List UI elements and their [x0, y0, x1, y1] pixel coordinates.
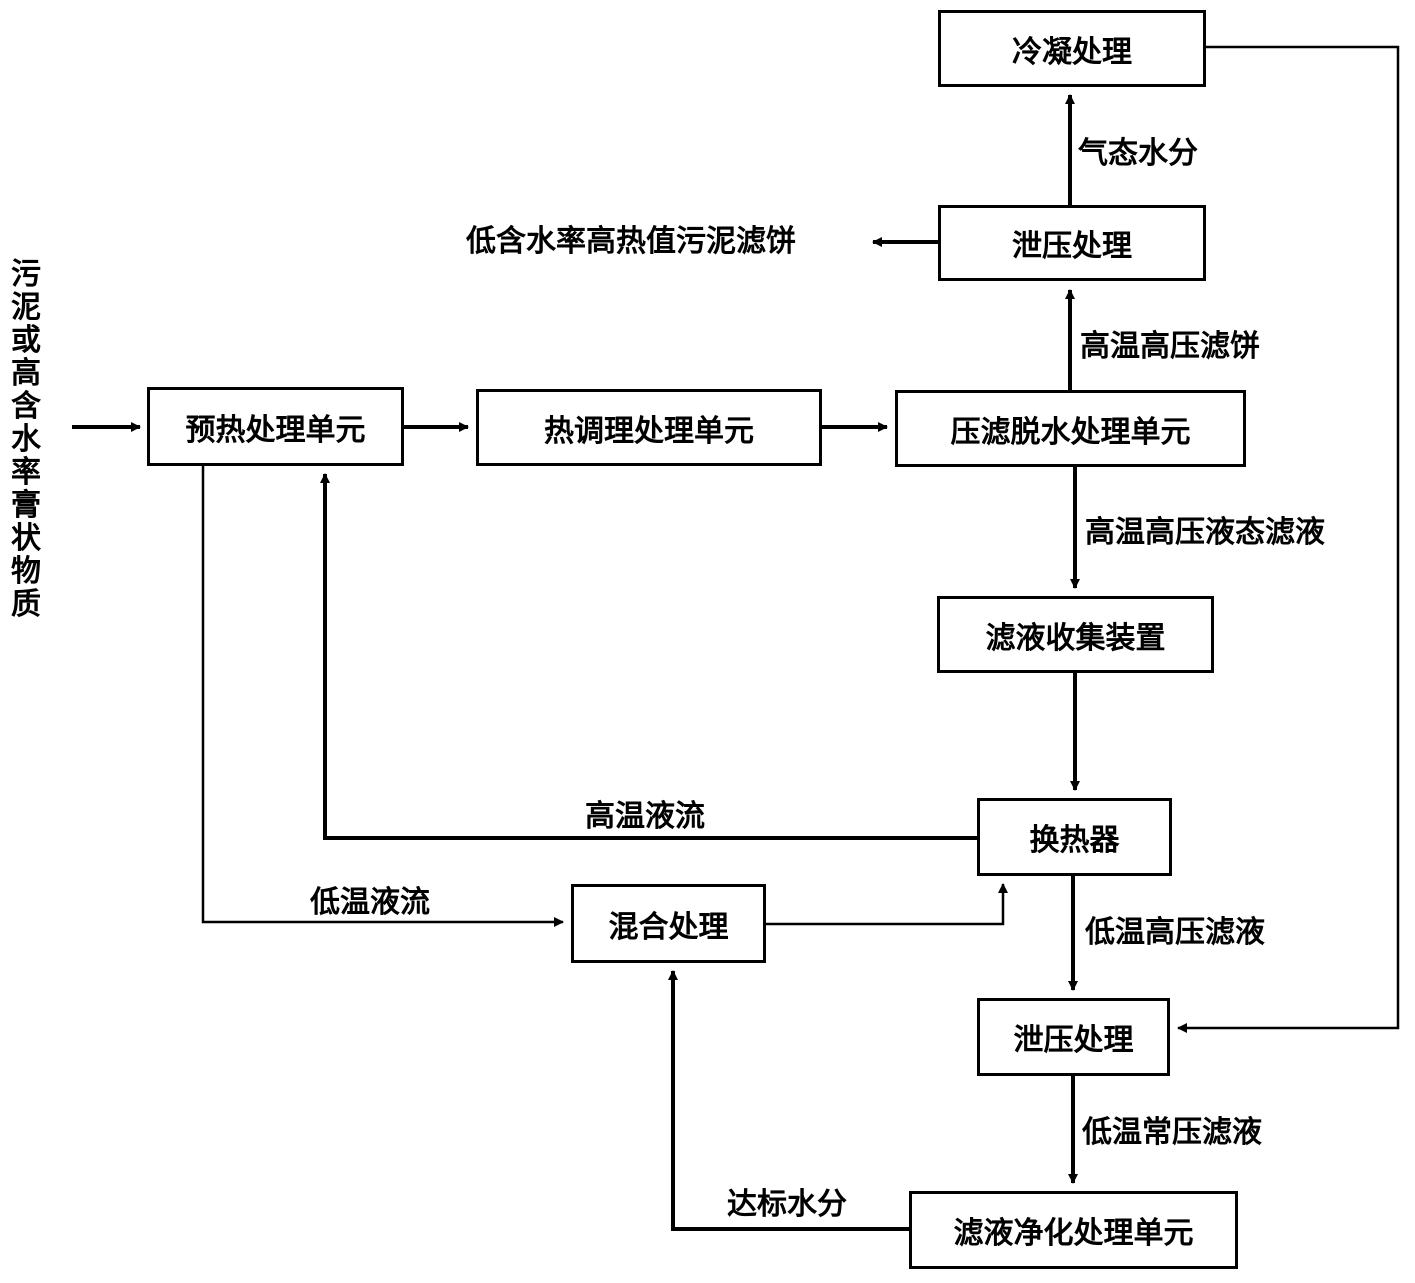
vapor-label: 气态水分 [1078, 136, 1198, 171]
node-heat-exchanger: 换热器 [977, 798, 1172, 876]
node-press-filter: 压滤脱水处理单元 [895, 390, 1246, 467]
compliant-water-label: 达标水分 [727, 1187, 847, 1222]
arrow-hot-stream-to-preheat [320, 473, 977, 840]
input-material-label: 污泥或高含水率膏状物质 [11, 257, 41, 622]
arrow-cold-stream-to-mixing [201, 466, 564, 927]
arrow-condensation-loop [1177, 45, 1400, 1033]
node-condensation-label: 冷凝处理 [1012, 34, 1132, 70]
node-mixing-label: 混合处理 [608, 909, 729, 945]
node-press-filter-label: 压滤脱水处理单元 [950, 414, 1191, 450]
node-heat-exchanger-label: 换热器 [1029, 823, 1120, 858]
node-thermal-conditioning: 热调理处理单元 [476, 389, 822, 466]
node-depressurize-top: 泄压处理 [938, 205, 1206, 281]
node-thermal-conditioning-label: 热调理处理单元 [544, 413, 754, 449]
output-cake-label: 低含水率高热值污泥滤饼 [466, 224, 796, 259]
node-depressurize-bottom-label: 泄压处理 [1013, 1023, 1134, 1058]
arrow-water-to-mixing [668, 970, 909, 1231]
node-filtrate-purification-label: 滤液净化处理单元 [953, 1216, 1194, 1251]
hot-stream-label: 高温液流 [585, 799, 705, 834]
hot-cake-label: 高温高压滤饼 [1080, 329, 1260, 364]
node-preheat: 预热处理单元 [147, 387, 404, 466]
node-depressurize-bottom: 泄压处理 [977, 998, 1170, 1076]
node-filtrate-purification: 滤液净化处理单元 [909, 1191, 1238, 1269]
node-filtrate-collector-label: 滤液收集装置 [985, 620, 1166, 656]
node-filtrate-collector: 滤液收集装置 [937, 596, 1214, 673]
cool-hp-filtrate-label: 低温高压滤液 [1085, 915, 1265, 950]
node-preheat-label: 预热处理单元 [185, 412, 366, 448]
node-depressurize-top-label: 泄压处理 [1012, 229, 1132, 264]
node-condensation: 冷凝处理 [938, 10, 1206, 87]
cool-np-filtrate-label: 低温常压滤液 [1082, 1115, 1262, 1150]
node-mixing: 混合处理 [571, 884, 766, 963]
hot-filtrate-label: 高温高压液态滤液 [1085, 515, 1325, 550]
cold-stream-label: 低温液流 [310, 885, 430, 920]
arrow-mixing-to-exchanger [766, 883, 1008, 926]
